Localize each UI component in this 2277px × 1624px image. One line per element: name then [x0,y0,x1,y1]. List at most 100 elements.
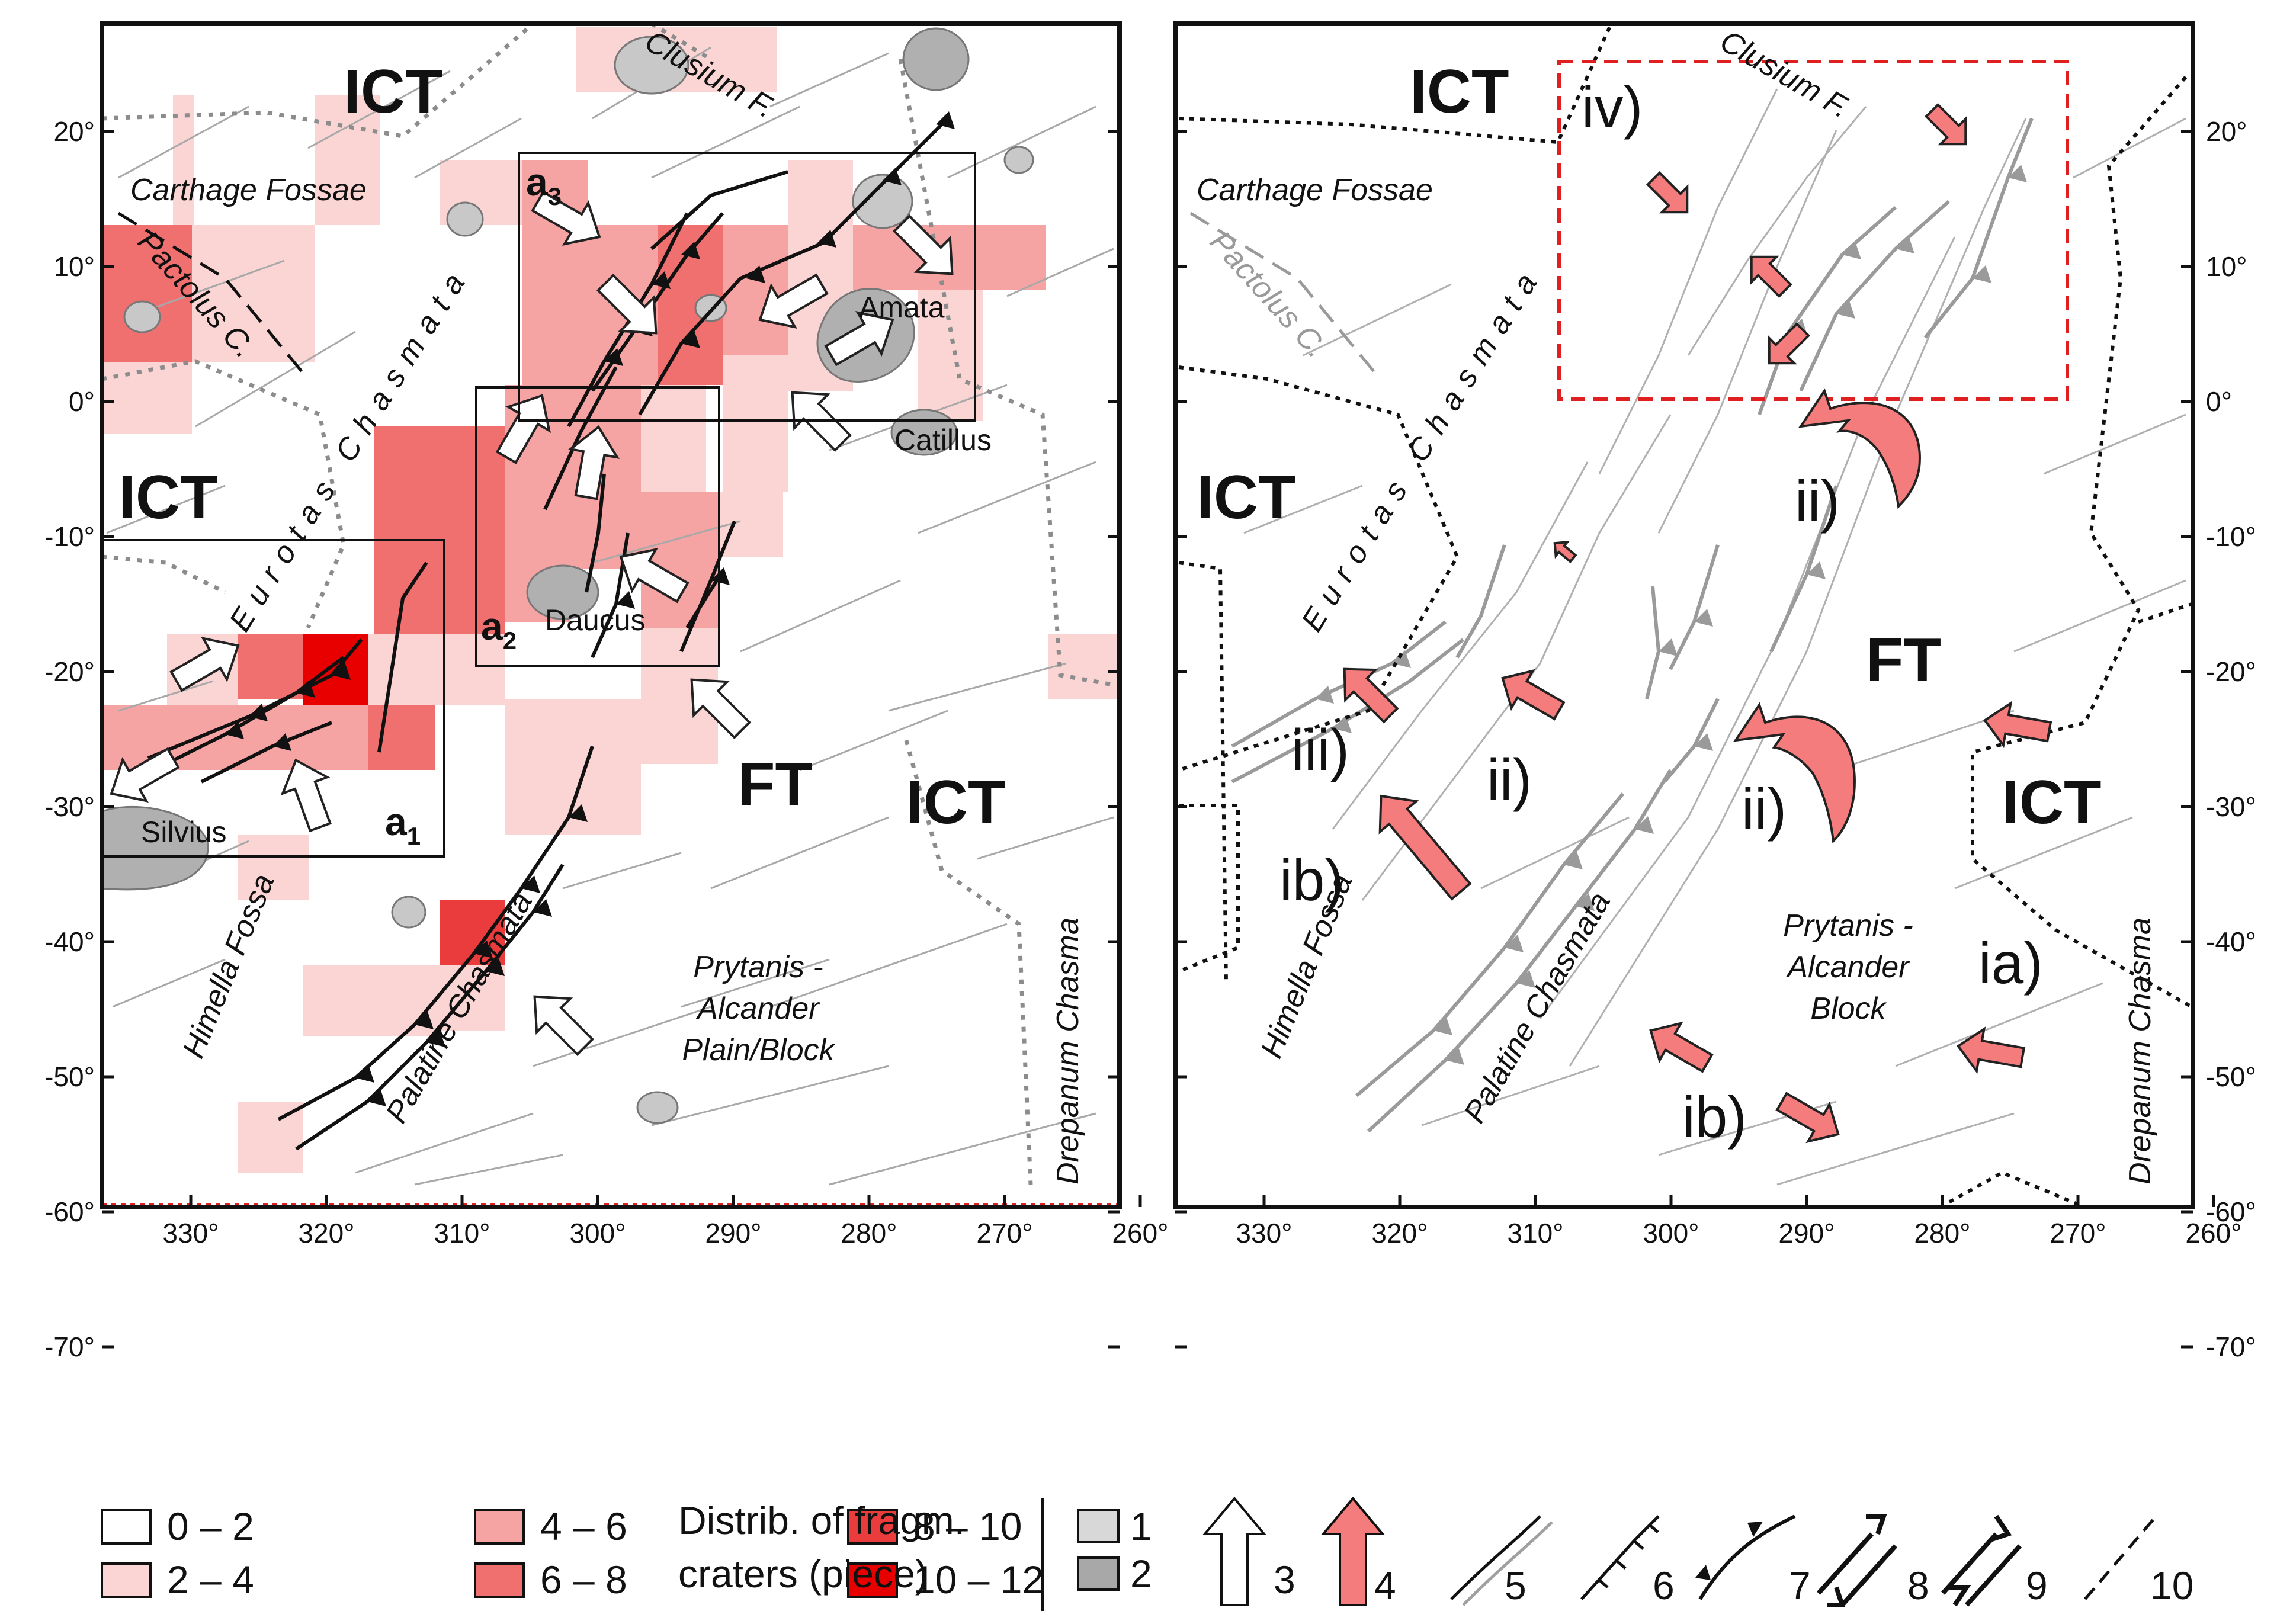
legend-swatch-2 [1077,1556,1120,1591]
density-title-line2: craters (piece) [678,1552,928,1596]
lon-tick-label: 290° [1778,1218,1835,1249]
density-bin-label: 2 – 4 [167,1558,254,1601]
lon-tick-label: 330° [162,1218,219,1249]
subarea-a1-label: a1 [385,800,421,850]
legend-num: 1 [1130,1504,1152,1548]
legend-normal-fault-ticks [1598,1524,1659,1588]
red-arrow [1378,794,1472,901]
region-ict-label: ICT [1197,463,1296,532]
carthage-fossae-label: Carthage Fossae [130,173,367,207]
lat-tick-label: -40° [2206,926,2256,957]
legend-fault-black [1450,1515,1541,1600]
subarea-a3 [518,152,976,422]
scale-label-b: 100 km [2009,1367,2098,1398]
lon-tick-label: 260° [1112,1218,1168,1249]
carthage-fossae-label: Carthage Fossae [1197,173,1433,207]
aufidus-label: Aufidus Catena [1441,1243,1644,1373]
phase-label: iv) [1582,75,1643,140]
lat-tick-label: -10° [44,521,95,552]
prytanis-label: Prytanis - [693,950,823,984]
lon-ticks-a: 330°320°310°300°290°280°270°260° [162,1195,1169,1249]
lon-tick-label: 260° [2185,1218,2241,1249]
panel-a-id: (a) [137,1349,195,1402]
lat-tick-label: -20° [44,656,95,687]
lat-tick-label: -70° [2206,1331,2256,1362]
region-ict-label: ICT [2002,768,2102,837]
clusium-label: Clusium F. [1714,24,1855,125]
density-bin-label: 0 – 2 [167,1504,254,1548]
legend-white-arrow [1202,1496,1267,1606]
red-arrow [1501,669,1566,721]
white-arrow [690,678,751,739]
silvius-label: Silvius [141,816,226,849]
lon-tick-label: 270° [2050,1218,2106,1249]
lon-tick-label: 320° [298,1218,354,1249]
density-bin-label: 6 – 8 [540,1558,627,1601]
subarea-a2 [475,386,720,667]
subarea-a1 [102,539,445,858]
block-label: Block [1810,991,1887,1026]
red-arrow [1983,701,2052,749]
red-arrow [1649,1021,1714,1073]
lat-tick-label: 10° [53,251,95,282]
legend-red-arrow [1320,1496,1386,1606]
red-arrow [1750,255,1793,299]
subarea-a2-label: a2 [481,604,517,654]
white-arrow [619,548,689,604]
drepanum-label: Drepanum Chasma [2123,917,2157,1185]
white-arrow [567,425,620,500]
lon-tick-label: 300° [569,1218,626,1249]
red-straight-arrows [1343,102,2052,1144]
white-arrow [824,311,894,367]
red-arrow [1775,1092,1840,1144]
legend-num: 4 [1374,1564,1396,1607]
region-ft-label: FT [1866,626,1941,695]
lat-tick-label: -40° [44,926,95,957]
gray-dashed-lines-b [1189,211,1381,380]
region-ict-label: ICT [118,463,218,532]
region-ict-label: ICT [1410,57,1509,126]
fracture-lines-a [106,46,1114,1186]
lat-tick-label: -30° [44,791,95,822]
daucus-crater [526,564,599,620]
density-swatch [474,1562,525,1598]
palatine-label: Palatine Chasmata [1457,887,1617,1129]
lon-ticks-b: 330°320°310°300°290°280°270°260° [1236,1195,2242,1249]
white-arrow [280,758,332,833]
fracture-lines-b [1243,88,2186,1186]
lon-tick-label: 300° [1643,1218,1699,1249]
lon-tick-label: 280° [841,1218,897,1249]
density-title-line1: Distrib. of fragm. [678,1498,965,1542]
lon-tick-label: 280° [1914,1218,1970,1249]
lat-tick-label: 0° [2206,386,2232,417]
legend-num: 10 [2150,1564,2193,1607]
plain-block-label: Plain/Block [682,1033,836,1067]
panel-b-id: (b) [1210,1349,1268,1402]
lon-tick-label: 330° [1236,1218,1292,1249]
himella-label: Himella Fossa [176,869,281,1063]
density-swatch [847,1509,898,1545]
red-curved-arrow [1733,702,1856,844]
lat-tick-label: -60° [44,1196,95,1227]
legend-num: 3 [1274,1558,1295,1601]
legend-fault-gray [1462,1521,1553,1606]
axes: 20°10°0°-10°-20°-30°-40°-50°-60°-70° 20°… [44,116,2256,1362]
white-arrow [531,190,601,246]
red-curved-arrows [1733,388,1921,844]
motion-arrows-a [110,190,954,1056]
prytanis-label: Prytanis - [1783,909,1913,943]
lat-tick-label: -20° [2206,656,2256,687]
lat-tick-label: 20° [53,116,95,147]
eurotas-label: Eurotas Chasmata [1295,258,1550,637]
legend-num: 7 [1789,1564,1811,1607]
pactolus-label: Pactolus C. [1203,224,1334,364]
legend-thrust-teeth [1695,1522,1763,1580]
gray-thrust-teeth-b [1315,165,2027,1065]
density-bin-label: 4 – 6 [540,1504,627,1548]
phase-label: ib) [1682,1084,1747,1150]
white-arrow [758,273,829,329]
legend-swatch-1 [1077,1509,1120,1543]
lat-tick-label: -50° [44,1061,95,1092]
legend-normal-fault [1580,1515,1660,1600]
